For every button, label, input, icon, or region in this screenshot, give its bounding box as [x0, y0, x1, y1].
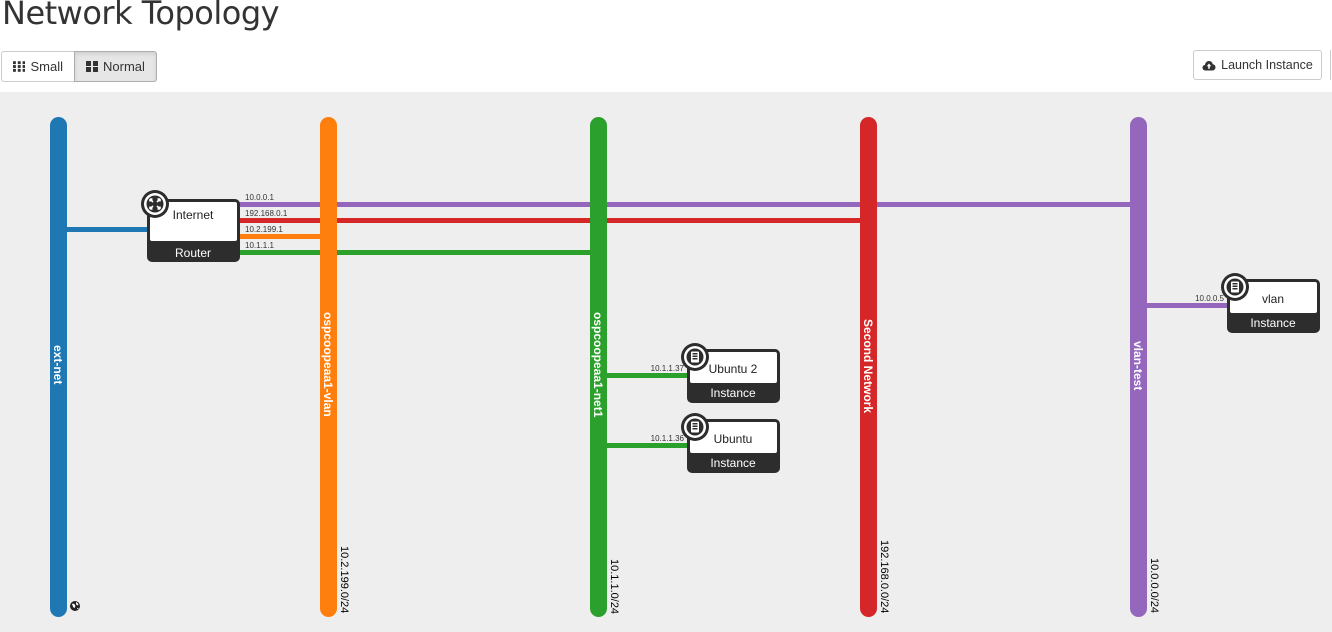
- router-icon: [141, 190, 169, 218]
- link-router-vlan: [238, 234, 328, 239]
- link-ubuntu-instance: [598, 443, 690, 448]
- link-router-vlantest: [238, 202, 1136, 207]
- toolbar-edge-divider: [1330, 50, 1332, 80]
- normal-view-label: Normal: [103, 59, 145, 74]
- network-cidr: 10.1.1.0/24: [608, 559, 620, 614]
- topology-graph: 10.0.0.1 192.168.0.1 10.2.199.1 10.1.1.1…: [50, 117, 1320, 617]
- grid-large-icon: [86, 61, 98, 72]
- grid-small-icon: [13, 61, 26, 72]
- server-icon: [681, 343, 709, 371]
- link-router-net1: [238, 250, 598, 255]
- instance-type: Instance: [1250, 316, 1296, 330]
- network-second-network[interactable]: Second Network: [860, 117, 877, 617]
- network-cidr: 10.2.199.0/24: [338, 546, 350, 613]
- network-ospcoopeaa1-vlan[interactable]: ospcoopeaa1-vlan: [320, 117, 337, 617]
- instance-node-ubuntu[interactable]: Ubuntu Instance: [681, 413, 780, 473]
- network-name: Second Network: [861, 319, 875, 413]
- launch-instance-button[interactable]: Launch Instance: [1193, 50, 1322, 80]
- router-name: Internet: [173, 208, 214, 222]
- instance-port-ip: 10.1.1.37: [651, 364, 685, 373]
- link-vlan-instance: [1138, 303, 1230, 308]
- link-ubuntu2-instance: [598, 373, 690, 378]
- server-icon: [681, 413, 709, 441]
- view-size-toggle: Small Normal: [1, 51, 157, 82]
- link-ext-router: [66, 227, 152, 232]
- network-ospcoopeaa1-net1[interactable]: ospcoopeaa1-net1: [590, 117, 607, 617]
- instance-port-ip: 10.1.1.36: [651, 434, 685, 443]
- small-view-button[interactable]: Small: [1, 51, 75, 82]
- network-name: vlan-test: [1131, 341, 1145, 390]
- network-vlan-test[interactable]: vlan-test: [1130, 117, 1147, 617]
- network-name: ext-net: [51, 345, 65, 384]
- instance-type: Instance: [710, 456, 756, 470]
- page-title: Network Topology: [2, 0, 280, 32]
- topology-canvas: 10.0.0.1 192.168.0.1 10.2.199.1 10.1.1.1…: [0, 92, 1332, 632]
- router-port-ip: 10.0.0.1: [245, 193, 274, 202]
- instance-name: Ubuntu: [714, 432, 753, 446]
- network-cidr: 10.0.0.0/24: [1148, 558, 1160, 613]
- router-port-ip: 192.168.0.1: [245, 209, 288, 218]
- instance-node-ubuntu-2[interactable]: Ubuntu 2 Instance: [681, 343, 780, 403]
- instance-type: Instance: [710, 386, 756, 400]
- network-name: ospcoopeaa1-net1: [591, 312, 605, 418]
- server-icon: [1221, 273, 1249, 301]
- network-name: ospcoopeaa1-vlan: [321, 312, 335, 417]
- router-port-ip: 10.1.1.1: [245, 241, 274, 250]
- cloud-upload-icon: [1202, 60, 1216, 70]
- launch-instance-label: Launch Instance: [1221, 58, 1313, 72]
- globe-icon: [70, 601, 80, 611]
- instance-name: Ubuntu 2: [709, 362, 758, 376]
- instance-name: vlan: [1262, 292, 1284, 306]
- small-view-label: Small: [30, 59, 63, 74]
- router-node-internet[interactable]: Internet Router: [141, 190, 240, 262]
- link-router-second: [238, 218, 866, 223]
- normal-view-button[interactable]: Normal: [74, 51, 157, 82]
- instance-node-vlan[interactable]: vlan Instance: [1221, 273, 1320, 333]
- network-ext-net[interactable]: ext-net: [50, 117, 67, 617]
- router-type: Router: [175, 246, 211, 260]
- network-cidr: 192.168.0.0/24: [878, 540, 890, 613]
- router-port-ip: 10.2.199.1: [245, 225, 283, 234]
- instance-port-ip: 10.0.0.5: [1195, 294, 1224, 303]
